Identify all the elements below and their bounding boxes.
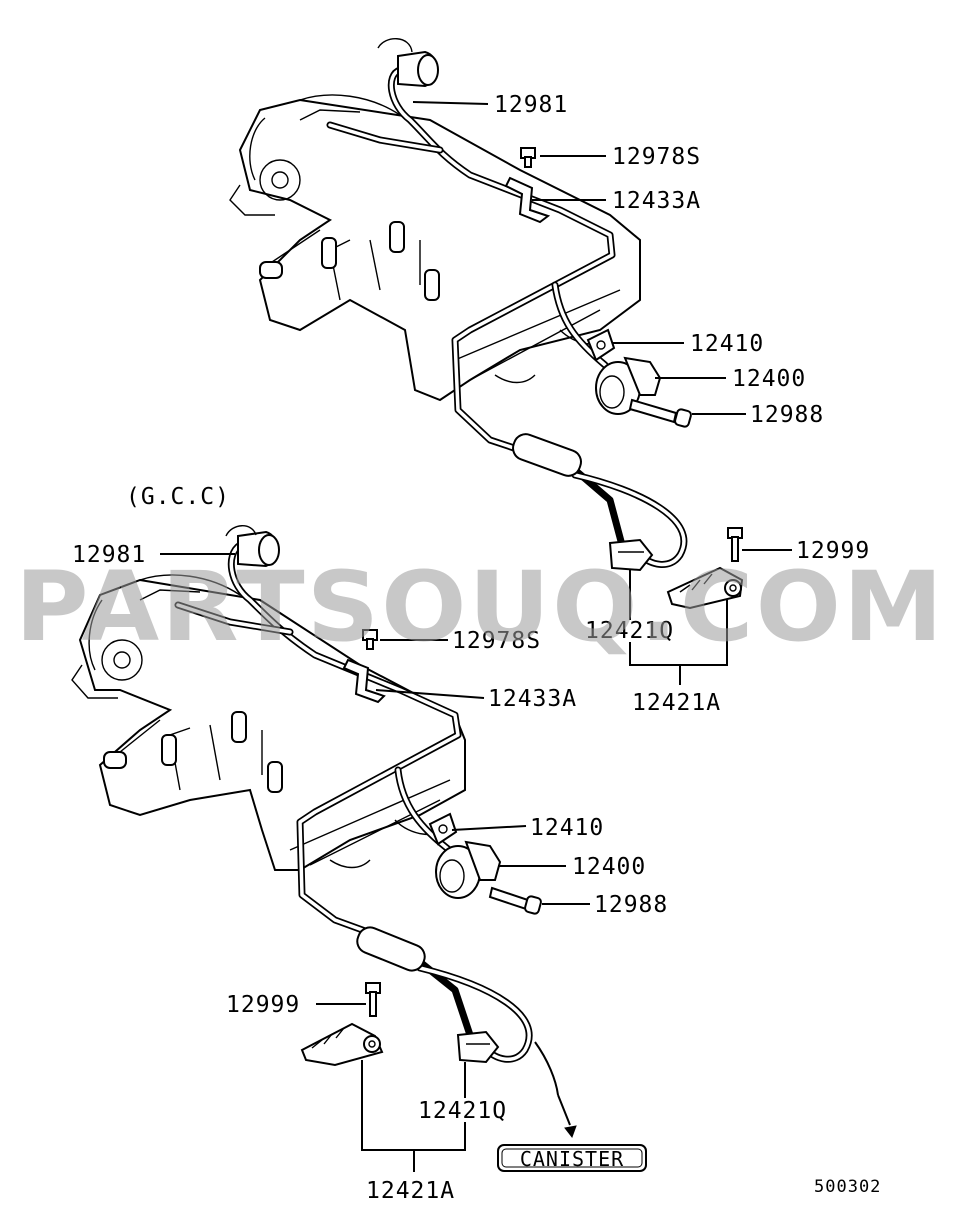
top-bracket-12421a xyxy=(666,566,744,610)
top-bolt-12988 xyxy=(628,398,692,428)
figure-code: 500302 xyxy=(814,1177,881,1197)
bottom-bolt-12978s xyxy=(362,629,378,650)
bottom-connector-12421q xyxy=(456,1030,500,1064)
top-callout-12421a: 12421A xyxy=(632,690,721,716)
bottom-callout-12981: 12981 xyxy=(72,542,146,568)
top-assembly: 12981 12978S 12433A 12410 12400 12988 12… xyxy=(229,38,870,716)
top-hose-filter xyxy=(512,433,582,477)
top-callout-12988: 12988 xyxy=(750,402,824,428)
bottom-callout-12400: 12400 xyxy=(572,854,646,880)
bottom-bolt-12988 xyxy=(488,886,542,915)
bottom-callout-12988: 12988 xyxy=(594,892,668,918)
canister-tag: CANISTER xyxy=(497,1144,647,1172)
top-solenoid-valve xyxy=(377,38,439,88)
top-bolt-12978s xyxy=(520,147,536,168)
bottom-hose-bracket xyxy=(342,658,386,704)
bottom-callout-12999: 12999 xyxy=(226,992,300,1018)
top-hose-bracket xyxy=(504,176,551,224)
top-callout-12400: 12400 xyxy=(732,366,806,392)
top-callout-12999: 12999 xyxy=(796,538,870,564)
watermark: PARTSOUQ.COM xyxy=(15,551,945,663)
bottom-assembly: 12981 12978S 12433A 12410 12400 12988 12… xyxy=(71,525,668,1204)
canister-label: CANISTER xyxy=(520,1147,624,1171)
bottom-solenoid-valve xyxy=(225,525,280,568)
bottom-callout-12410: 12410 xyxy=(530,815,604,841)
variant-label: (G.C.C) xyxy=(126,484,230,510)
bottom-callout-12421a: 12421A xyxy=(366,1178,455,1204)
bottom-hose-filter xyxy=(356,926,426,972)
bottom-bracket-12421a xyxy=(300,1022,384,1067)
bottom-leader-lines xyxy=(160,553,590,1172)
bottom-callout-12421q: 12421Q xyxy=(418,1098,507,1124)
top-vacuum-actuator xyxy=(586,328,662,415)
top-callout-12421q: 12421Q xyxy=(585,618,674,644)
bottom-callout-12978s: 12978S xyxy=(452,628,541,654)
top-bolt-12999 xyxy=(727,527,743,562)
top-leader-lines xyxy=(412,101,792,685)
top-callout-12410: 12410 xyxy=(690,331,764,357)
top-callout-12981: 12981 xyxy=(494,92,568,118)
top-callout-12433a: 12433A xyxy=(612,188,701,214)
top-callout-12978s: 12978S xyxy=(612,144,701,170)
bottom-vacuum-hose xyxy=(174,541,577,1139)
top-connector-12421q xyxy=(608,538,654,572)
bottom-callout-12433a: 12433A xyxy=(488,686,577,712)
bottom-vacuum-actuator xyxy=(428,812,502,899)
bottom-intake-manifold xyxy=(71,574,466,871)
top-intake-manifold xyxy=(229,94,641,402)
bottom-bolt-12999 xyxy=(365,982,381,1017)
